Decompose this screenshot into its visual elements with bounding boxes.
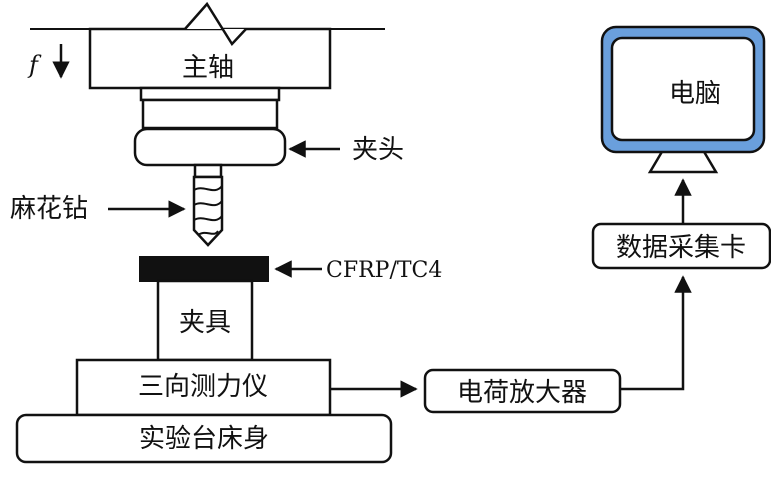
chuck-assembly [133,86,287,179]
monitor-screen [610,36,756,142]
drill-label: 麻花钻 [10,194,88,224]
chuck-label: 夹头 [352,135,404,165]
drill-flute-4 [197,230,219,236]
drill-body [192,175,224,247]
drill-flute-3 [193,215,223,222]
spindle: 主轴 [30,1,385,90]
feed-symbol: f [27,51,42,79]
computer-label: 电脑 [669,79,721,109]
bed-box [15,413,393,464]
chuck-callout: 夹头 [288,135,404,165]
dynamometer-box [75,358,332,417]
fixture: 夹具 [156,279,254,362]
workpiece-label: CFRP/TC4 [326,258,442,283]
computer: 电脑 [600,25,766,174]
workpiece: CFRP/TC4 [139,256,442,283]
spindle-label: 主轴 [182,53,234,83]
signal-arrow-to-daq [620,275,692,391]
drill-flute-1 [193,185,223,192]
feed-indicator: f [27,44,70,79]
workpiece-plate [139,256,269,282]
spindle-nose-top [139,86,281,102]
drill-shank [193,163,223,179]
data-acquisition-card: 数据采集卡 [591,222,771,270]
spindle-nose-middle [141,98,279,130]
amplifier-box [423,368,622,414]
monitor-stand [647,148,719,174]
chuck [133,127,287,167]
dynamometer-label: 三向测力仪 [138,372,268,402]
drill-flute-2 [193,200,223,207]
amplifier-label: 电荷放大器 [457,378,587,408]
twist-drill [192,175,224,247]
spindle-break-symbol [184,1,247,47]
machine-bed: 实验台床身 [15,413,393,464]
dynamometer: 三向测力仪 [75,358,332,417]
fixture-block [156,279,254,362]
fixture-label: 夹具 [179,308,231,338]
drill-callout: 麻花钻 [10,194,186,224]
charge-amplifier: 电荷放大器 [423,368,622,414]
daq-label: 数据采集卡 [616,233,746,263]
bed-label: 实验台床身 [139,424,269,454]
daq-box [591,222,771,270]
